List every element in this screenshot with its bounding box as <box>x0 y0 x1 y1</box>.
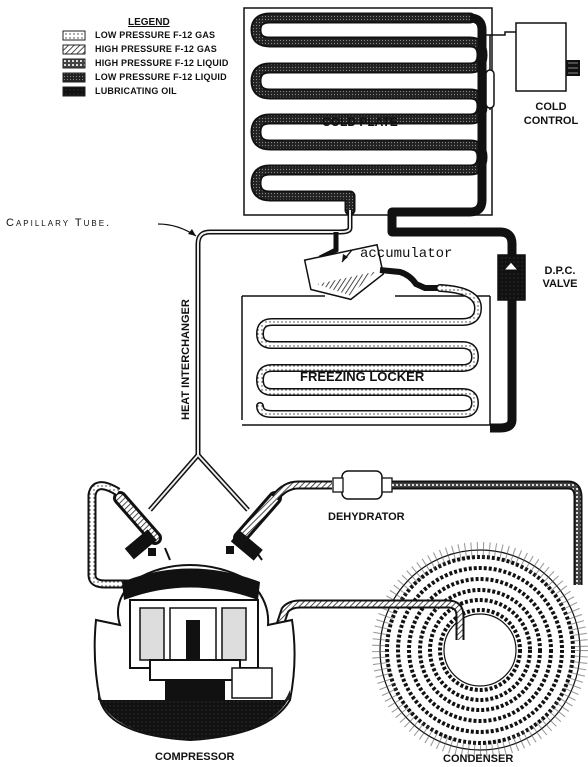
heat-interchanger-label: HEAT INTERCHANGER <box>180 299 192 420</box>
legend-item-lubricating-oil: LUBRICATING OIL <box>95 86 177 96</box>
dpc-valve <box>497 254 526 301</box>
freezing-locker-label: FREEZING LOCKER <box>300 369 425 384</box>
dpc-valve-label: D.P.C. VALVE <box>542 265 578 290</box>
accumulator <box>303 243 385 301</box>
legend-item-high-pressure-gas: HIGH PRESSURE F-12 GAS <box>95 44 217 54</box>
cold-plate-label: COLD PLATE <box>322 115 398 129</box>
legend-item-low-pressure-liquid: LOW PRESSURE F-12 LIQUID <box>95 72 227 82</box>
legend-title: LEGEND <box>128 17 170 28</box>
suction-service-valve <box>113 491 171 561</box>
legend-item-high-pressure-liquid: HIGH PRESSURE F-12 LIQUID <box>95 58 229 68</box>
condenser <box>372 542 588 758</box>
cold-control-box <box>515 22 567 92</box>
accumulator-label: accumulator <box>360 246 453 262</box>
compressor-label: COMPRESSOR <box>155 751 235 763</box>
legend-item-low-pressure-gas: LOW PRESSURE F-12 GAS <box>95 30 216 40</box>
freezing-locker-coil <box>256 284 482 418</box>
compressor <box>93 563 296 742</box>
condenser-label: CONDENSER <box>443 753 514 765</box>
discharge-service-valve <box>226 491 282 561</box>
dehydrator <box>332 470 393 500</box>
capillary-tube-label: Capillary Tube. <box>6 217 112 229</box>
dehydrator-label: DEHYDRATOR <box>328 511 405 523</box>
cold-control-label: COLD CONTROL <box>523 101 579 127</box>
